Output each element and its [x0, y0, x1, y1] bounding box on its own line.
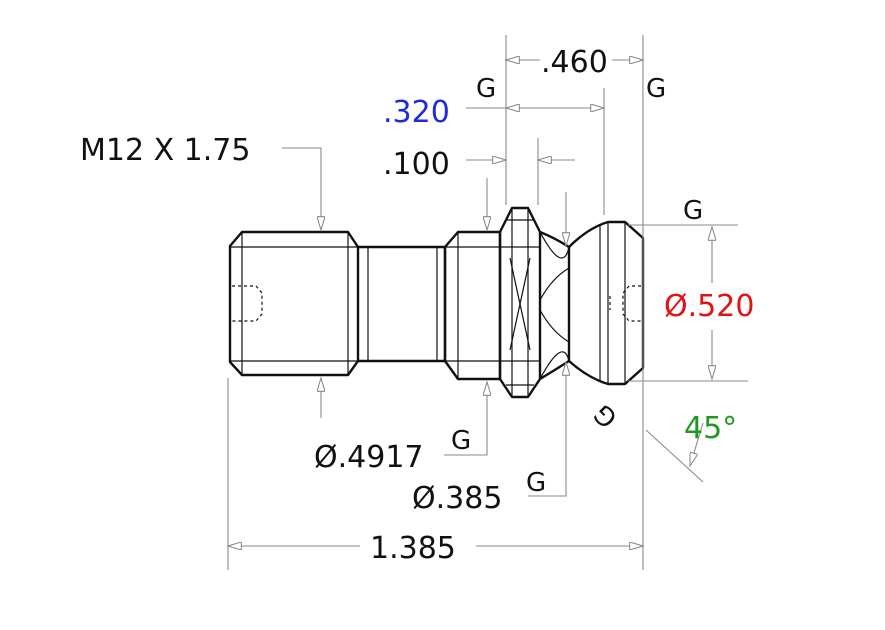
- dim-460: .460: [541, 45, 608, 80]
- drill-hole-hidden: [232, 285, 263, 322]
- dim-100: .100: [383, 147, 450, 182]
- retention-head: [568, 220, 645, 386]
- dimension-labels: M12 X 1.75 .460 .320 .100 Ø.520 45° Ø.49…: [80, 45, 754, 566]
- thread-callout: M12 X 1.75: [80, 133, 250, 168]
- tolerance-g-top-left: G: [476, 74, 496, 104]
- threaded-shank: [228, 230, 360, 377]
- tolerance-g-collar: G: [451, 426, 471, 456]
- part-outline: [228, 206, 645, 399]
- tolerance-g-top-right: G: [646, 74, 666, 104]
- dim-320: .320: [383, 95, 450, 130]
- tolerance-g-chamfer: G: [588, 398, 623, 433]
- neck: [358, 245, 447, 363]
- dim-overall-1385: 1.385: [370, 531, 456, 566]
- tolerance-g-head: G: [683, 196, 703, 226]
- radius-groove: [539, 230, 571, 381]
- tolerance-g-groove: G: [526, 468, 546, 498]
- drill-hole-hidden-right: [609, 285, 641, 322]
- tolerance-symbols: G G G G G G: [451, 74, 703, 498]
- dim-angle-45: 45°: [684, 411, 737, 446]
- dim-dia-520: Ø.520: [664, 289, 754, 324]
- collar: [443, 230, 502, 381]
- dim-dia-385: Ø.385: [412, 481, 502, 516]
- dim-dia-4917: Ø.4917: [314, 440, 424, 475]
- dimension-lines: [228, 35, 748, 570]
